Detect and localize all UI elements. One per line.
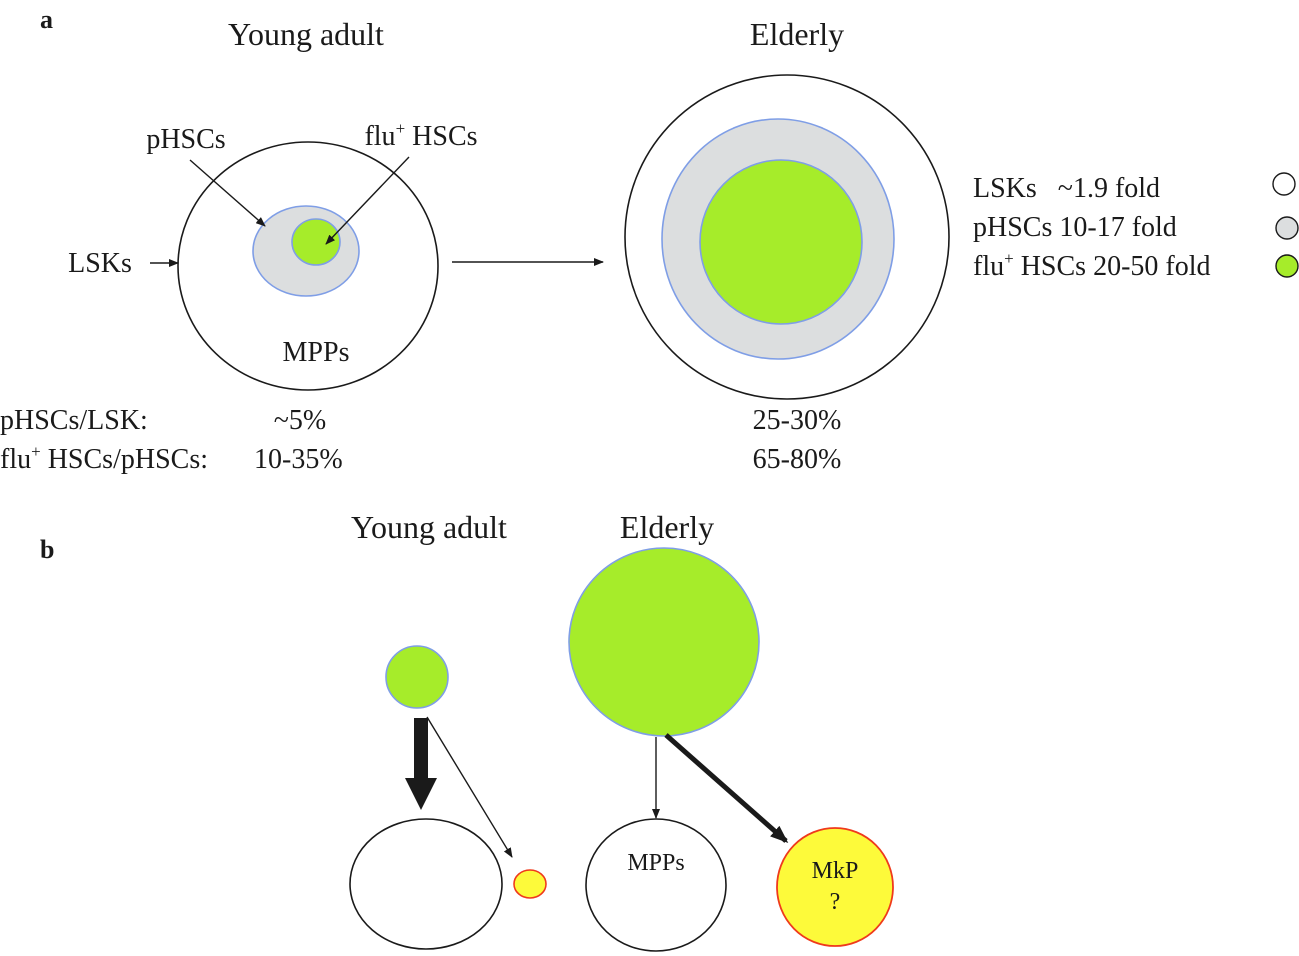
young-adult-title-b: Young adult	[351, 509, 507, 545]
legend-phscs-swatch	[1275, 216, 1299, 240]
legend-lsks-text: LSKs ~1.9 fold	[973, 173, 1160, 204]
panel-a: a Young adult Elderly pHSCs flu+ HSCs LS…	[0, 5, 1299, 475]
elderly-lsk-diagram	[624, 74, 950, 400]
elderly-title-b: Elderly	[620, 509, 714, 545]
ratio-row2-label: flu+ HSCs/pHSCs:	[0, 442, 208, 475]
young-lsk-diagram	[177, 141, 439, 391]
flu-hscs-callout: flu+ HSCs	[364, 119, 477, 152]
phscs-callout: pHSCs	[146, 124, 225, 155]
young-mkp-node	[513, 869, 547, 899]
elderly-mkp-question: ?	[830, 889, 841, 915]
ratio-row2-young: 10-35%	[254, 444, 343, 475]
elderly-mkp-label: MkP	[812, 858, 859, 884]
ratio-row2-elderly: 65-80%	[753, 444, 842, 475]
young-mpp-node	[349, 818, 503, 950]
young-thick-arrow	[405, 718, 437, 810]
legend-flu-hscs-text: flu+ HSCs 20-50 fold	[973, 249, 1211, 282]
elderly-mpp-label: MPPs	[627, 850, 684, 876]
young-adult-title-a: Young adult	[228, 16, 384, 52]
legend-flu-hscs-swatch	[1275, 254, 1299, 278]
fold-change-legend: LSKs ~1.9 fold pHSCs 10-17 fold flu+ HSC…	[973, 172, 1299, 282]
elderly-thick-arrow	[664, 733, 789, 843]
lsks-callout: LSKs	[68, 248, 132, 279]
panel-b-label: b	[40, 535, 54, 564]
ratio-row1-label: pHSCs/LSK:	[0, 405, 148, 436]
young-flu-hsc-node	[385, 645, 449, 709]
ratio-table: pHSCs/LSK: ~5% 25-30% flu+ HSCs/pHSCs: 1…	[0, 405, 841, 475]
legend-phscs-text: pHSCs 10-17 fold	[973, 212, 1177, 243]
elderly-title-a: Elderly	[750, 16, 844, 52]
flu-hscs-arrow	[325, 156, 410, 245]
elderly-flu-hsc-circle	[699, 159, 863, 325]
ratio-row1-elderly: 25-30%	[753, 405, 842, 436]
elderly-mkp-node	[776, 827, 894, 947]
phscs-arrow	[189, 159, 266, 227]
young-flu-hsc-circle	[291, 218, 341, 266]
elderly-mpp-node	[585, 818, 727, 952]
panel-b: b Young adult Elderly MPPs MkP ?	[40, 509, 894, 952]
ratio-row1-young: ~5%	[274, 405, 326, 436]
mpps-callout: MPPs	[283, 337, 350, 368]
panel-a-label: a	[40, 5, 53, 34]
legend-lsks-swatch	[1272, 172, 1296, 196]
elderly-flu-hsc-node	[568, 547, 760, 737]
young-thin-arrow	[426, 716, 513, 858]
